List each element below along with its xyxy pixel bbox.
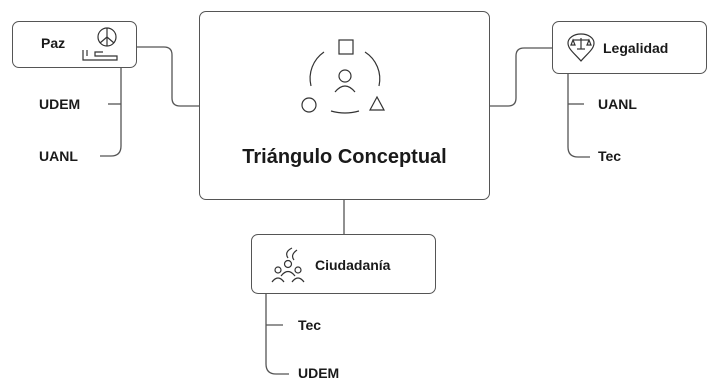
- node-paz-child: UDEM: [39, 96, 81, 112]
- people-icon: [271, 247, 305, 283]
- center-title: Triángulo Conceptual: [242, 146, 447, 168]
- center-node: Triángulo Conceptual: [199, 11, 490, 200]
- node-legalidad-child: Tec: [598, 148, 622, 164]
- scales-pin-icon: [567, 33, 595, 62]
- node-ciudadania-child: UDEM: [298, 365, 340, 381]
- node-paz[interactable]: Paz: [12, 21, 137, 68]
- node-paz-label: Paz: [41, 35, 66, 51]
- node-legalidad[interactable]: Legalidad: [552, 21, 707, 74]
- peace-hand-icon: [82, 27, 118, 61]
- node-ciudadania-child: Tec: [298, 317, 322, 333]
- node-paz-child: UANL: [39, 148, 78, 164]
- node-ciudadania[interactable]: Ciudadanía: [251, 234, 436, 294]
- node-legalidad-label: Legalidad: [603, 40, 669, 56]
- node-legalidad-child: UANL: [598, 96, 637, 112]
- node-ciudadania-label: Ciudadanía: [315, 257, 391, 273]
- triangle-concept-icon: [301, 39, 386, 114]
